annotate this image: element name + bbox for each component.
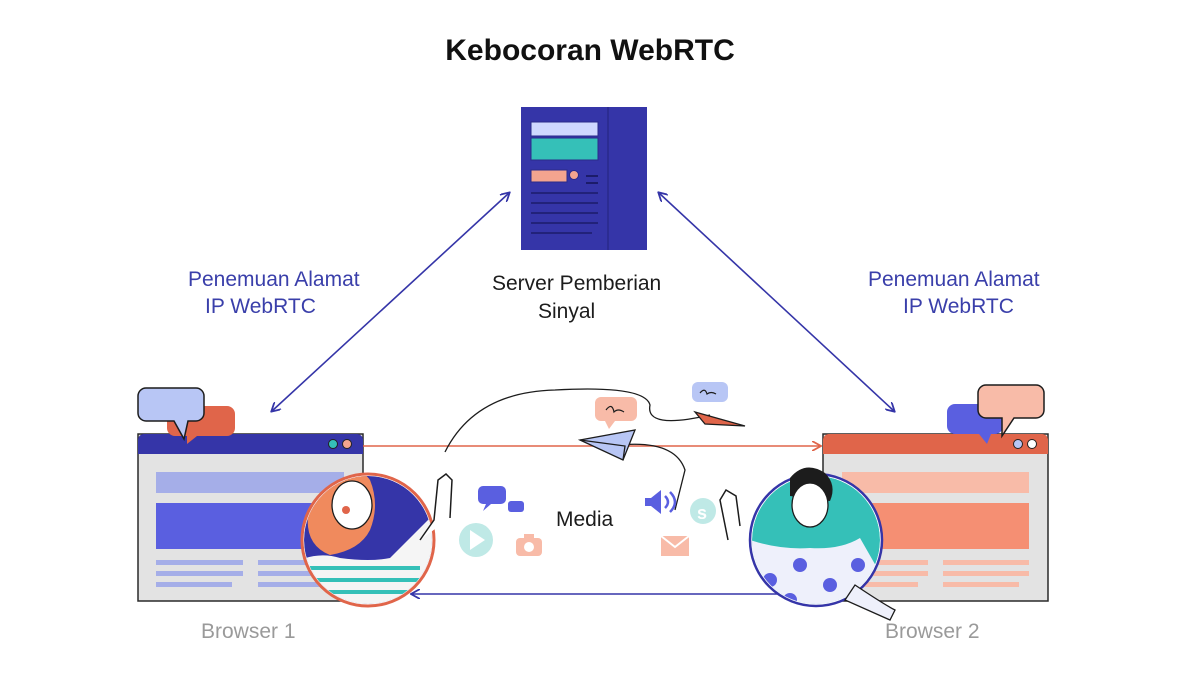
discovery-label-left-line1: Penemuan Alamat: [188, 268, 360, 291]
media-label: Media: [556, 508, 613, 532]
discovery-label-right: Penemuan Alamat IP WebRTC: [868, 266, 1040, 320]
browser-2-label: Browser 2: [885, 620, 980, 644]
discovery-label-right-line1: Penemuan Alamat: [868, 268, 1040, 291]
camera-icon: [516, 534, 542, 556]
server-label: Server Pemberian Sinyal: [492, 270, 661, 326]
paper-plane-icon: [580, 430, 635, 460]
discovery-arrow-right: [659, 193, 894, 411]
server-label-line1: Server Pemberian: [492, 270, 661, 298]
svg-text:s: s: [697, 503, 707, 523]
mail-icon: [661, 536, 689, 556]
discovery-label-right-line2: IP WebRTC: [868, 293, 1040, 320]
skype-icon: s: [690, 498, 716, 524]
server-label-line2: Sinyal: [492, 298, 661, 326]
play-icon: [459, 523, 493, 557]
server-icon: [521, 107, 647, 250]
chat-bubble-icon: [478, 486, 524, 512]
discovery-label-left-line2: IP WebRTC: [188, 293, 360, 320]
paper-plane-icon: [695, 412, 745, 426]
flight-path: [445, 389, 710, 452]
discovery-label-left: Penemuan Alamat IP WebRTC: [188, 266, 360, 320]
speaker-icon: [645, 490, 675, 514]
browser-1-label: Browser 1: [201, 620, 296, 644]
